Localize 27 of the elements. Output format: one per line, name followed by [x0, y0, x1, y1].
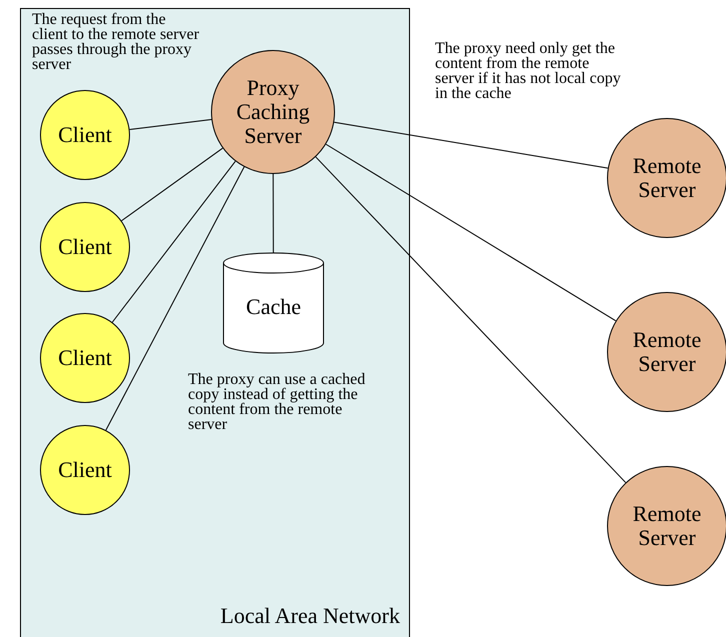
client-circle [40, 202, 130, 292]
region-label: Local Area Network [220, 604, 400, 628]
connector-line [129, 119, 212, 130]
node-label: Remote Server [632, 328, 702, 376]
connector-line [334, 122, 608, 169]
node-label: Client [57, 123, 113, 147]
server-circle [211, 50, 335, 174]
connector-line [315, 156, 626, 484]
connector-line [105, 166, 245, 431]
client-circle [40, 90, 130, 180]
node-label: Client [57, 458, 113, 482]
connector-line [112, 160, 236, 323]
node-label: Client [57, 346, 113, 370]
note-text: The request from the client to the remote server passes through the proxy server [32, 12, 200, 72]
cache-cylinder [223, 252, 324, 354]
connector-line [325, 144, 616, 322]
client-circle [40, 425, 130, 515]
client-circle [40, 313, 130, 403]
node-label: Remote Server [632, 502, 702, 550]
node-label: Remote Server [632, 154, 702, 202]
note-text: The proxy can use a cached copy instead of getting the content from the remote server [188, 372, 366, 432]
note-text: The proxy need only get the content from the remote server if it has not local copy in the cache [435, 41, 622, 101]
node-label: Cache [245, 295, 302, 319]
node-label: Client [57, 235, 113, 259]
connector-line [272, 174, 274, 254]
connector-line [121, 148, 224, 222]
node-label: Proxy Caching Server [235, 76, 311, 148]
